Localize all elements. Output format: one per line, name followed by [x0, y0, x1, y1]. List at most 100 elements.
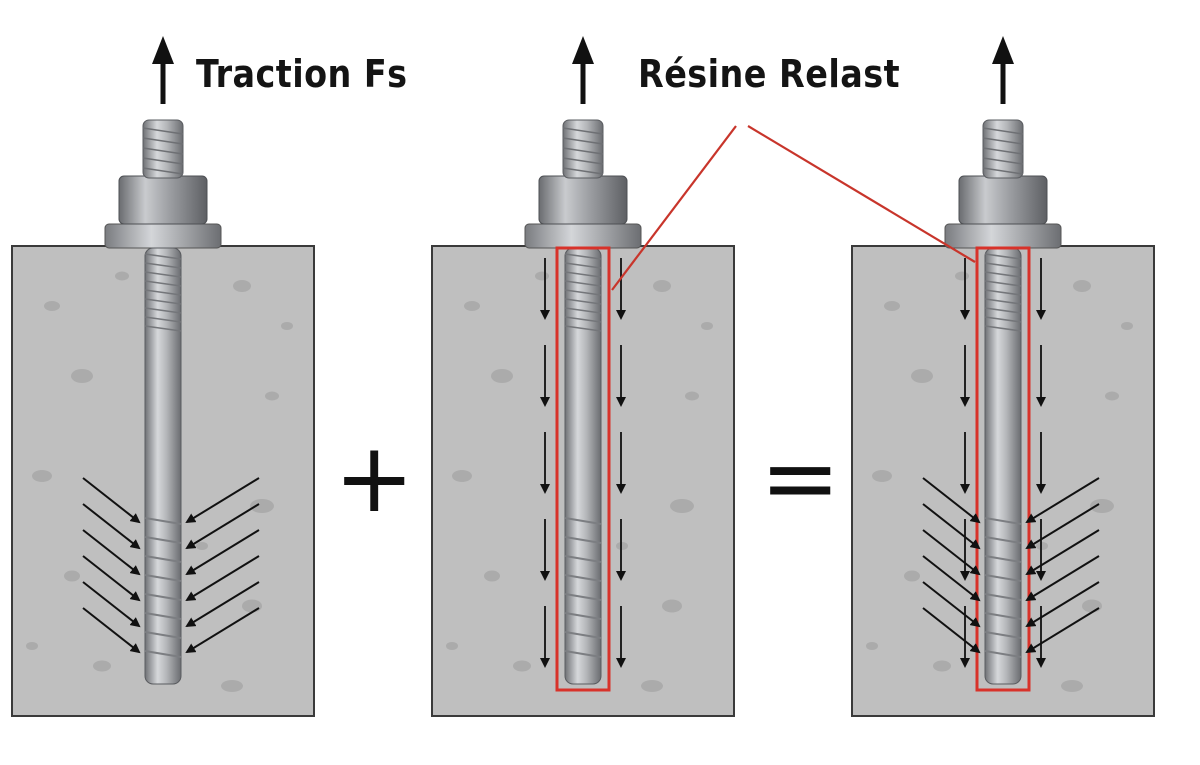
- aggregate-stone: [955, 271, 969, 281]
- aggregate-stone: [653, 280, 671, 292]
- thread-line: [982, 157, 1024, 165]
- interlock-arrow: [82, 529, 141, 576]
- aggregate-stone: [1090, 499, 1114, 513]
- panel-resin: [431, 36, 735, 717]
- thread-line: [142, 147, 184, 155]
- interlock-arrow: [185, 607, 260, 654]
- washer: [524, 223, 642, 249]
- rod-thread: [564, 307, 602, 314]
- aggregate-stone: [1036, 542, 1048, 550]
- aggregate-stone: [1061, 680, 1083, 692]
- thread-line: [562, 167, 604, 175]
- interlock-arrow: [1025, 607, 1100, 654]
- rod-thread: [144, 316, 182, 323]
- rod-rib: [984, 517, 1022, 525]
- hex-nut: [958, 175, 1048, 225]
- interlock-arrow: [1025, 477, 1100, 524]
- thread-line: [982, 167, 1024, 175]
- aggregate-stone: [1105, 391, 1119, 401]
- rod-thread: [984, 298, 1022, 305]
- rod-thread: [144, 325, 182, 332]
- aggregate-stone: [64, 570, 80, 582]
- rod-thread: [144, 271, 182, 278]
- thread-line: [562, 157, 604, 165]
- aggregate-stone: [196, 542, 208, 550]
- aggregate-stone: [452, 470, 472, 482]
- thread-line: [142, 157, 184, 165]
- rod-rib: [984, 631, 1022, 639]
- rod-thread: [984, 316, 1022, 323]
- rod-thread: [984, 280, 1022, 287]
- rod-thread: [984, 307, 1022, 314]
- thread-line: [142, 127, 184, 135]
- resin-outline: [555, 246, 611, 692]
- panel-mechanical: [11, 36, 315, 717]
- aggregate-stone: [265, 391, 279, 401]
- aggregate-stone: [484, 570, 500, 582]
- rod-rib: [984, 650, 1022, 658]
- equals-sign: =: [760, 422, 841, 534]
- traction-arrow-head: [572, 36, 594, 64]
- aggregate-stone: [866, 642, 878, 650]
- rod-thread: [144, 289, 182, 296]
- resin-outline: [975, 246, 1031, 692]
- interlock-arrow: [185, 581, 260, 628]
- interlock-arrow: [1025, 555, 1100, 602]
- rod-thread: [144, 298, 182, 305]
- rod-rib: [984, 536, 1022, 544]
- aggregate-stone: [242, 599, 262, 613]
- interlock-arrow: [1025, 581, 1100, 628]
- aggregate-stone: [616, 542, 628, 550]
- aggregate-stone: [446, 642, 458, 650]
- threaded-stud-top: [562, 119, 604, 179]
- rod-thread: [984, 253, 1022, 260]
- interlock-arrow: [185, 503, 260, 550]
- rod-rib: [984, 555, 1022, 563]
- washer: [944, 223, 1062, 249]
- aggregate-stone: [250, 499, 274, 513]
- interlock-arrow: [1025, 503, 1100, 550]
- rod-rib: [144, 536, 182, 544]
- aggregate-stone: [1121, 322, 1133, 330]
- aggregate-stone: [115, 271, 129, 281]
- rod-thread: [984, 271, 1022, 278]
- aggregate-stone: [93, 660, 111, 672]
- aggregate-stone: [701, 322, 713, 330]
- interlock-arrow: [82, 477, 141, 524]
- rod-rib: [144, 631, 182, 639]
- aggregate-stone: [670, 499, 694, 513]
- rod-thread: [564, 325, 602, 332]
- hex-nut: [538, 175, 628, 225]
- washer: [104, 223, 222, 249]
- aggregate-stone: [872, 470, 892, 482]
- rod-rib: [984, 574, 1022, 582]
- rod-rib: [144, 574, 182, 582]
- rod-rib: [144, 517, 182, 525]
- aggregate-stone: [911, 369, 933, 383]
- aggregate-stone: [904, 570, 920, 582]
- interlock-arrow: [922, 555, 981, 602]
- aggregate-stone: [281, 322, 293, 330]
- thread-line: [562, 127, 604, 135]
- rod-thread: [984, 262, 1022, 269]
- rod-thread: [564, 280, 602, 287]
- rod-thread: [144, 262, 182, 269]
- rod-rib: [984, 593, 1022, 601]
- thread-line: [562, 147, 604, 155]
- rod-thread: [144, 253, 182, 260]
- aggregate-stone: [685, 391, 699, 401]
- rod-thread: [564, 298, 602, 305]
- rod-rib: [984, 612, 1022, 620]
- aggregate-stone: [641, 680, 663, 692]
- threaded-stud-top: [142, 119, 184, 179]
- leader-line-resin-panel2: [611, 125, 737, 291]
- leader-line-resin-panel3: [747, 125, 976, 263]
- anchor-rod: [144, 247, 182, 685]
- rod-rib: [564, 555, 602, 563]
- aggregate-stone: [233, 280, 251, 292]
- threaded-stud-top: [982, 119, 1024, 179]
- aggregate-stone: [1073, 280, 1091, 292]
- rod-thread: [564, 262, 602, 269]
- aggregate-stone: [44, 301, 60, 311]
